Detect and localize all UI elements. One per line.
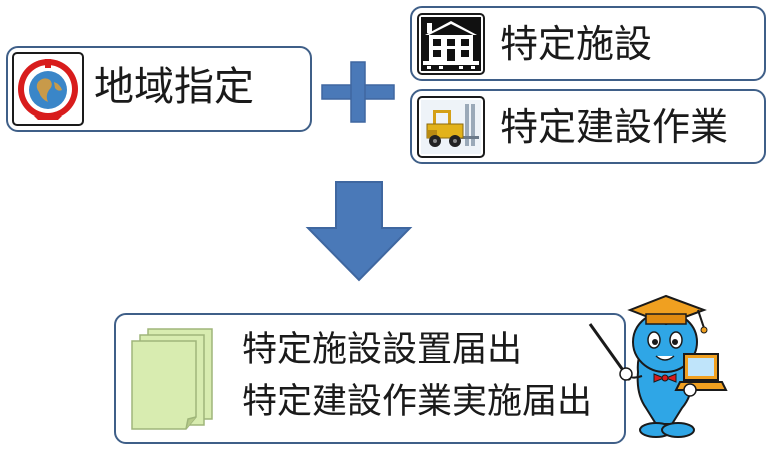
down-arrow-icon	[304, 180, 414, 282]
result-line2: 特定建設作業実施届出	[242, 382, 593, 422]
construction-label: 特定建設作業	[500, 105, 729, 149]
plus-icon	[318, 60, 398, 124]
region-label: 地域指定	[94, 64, 254, 110]
documents-icon	[130, 327, 216, 433]
facility-label: 特定施設	[500, 22, 653, 66]
result-line1: 特定施設設置届出	[242, 330, 523, 370]
construction-box: 特定建設作業	[410, 89, 766, 164]
region-box: 地域指定	[6, 46, 312, 132]
mascot-teacher-icon	[586, 290, 736, 448]
forklift-icon	[417, 96, 485, 158]
house-icon	[417, 13, 485, 75]
facility-box: 特定施設	[410, 6, 766, 81]
globe-icon	[12, 52, 84, 126]
result-box: 特定施設設置届出 特定建設作業実施届出	[114, 313, 626, 444]
